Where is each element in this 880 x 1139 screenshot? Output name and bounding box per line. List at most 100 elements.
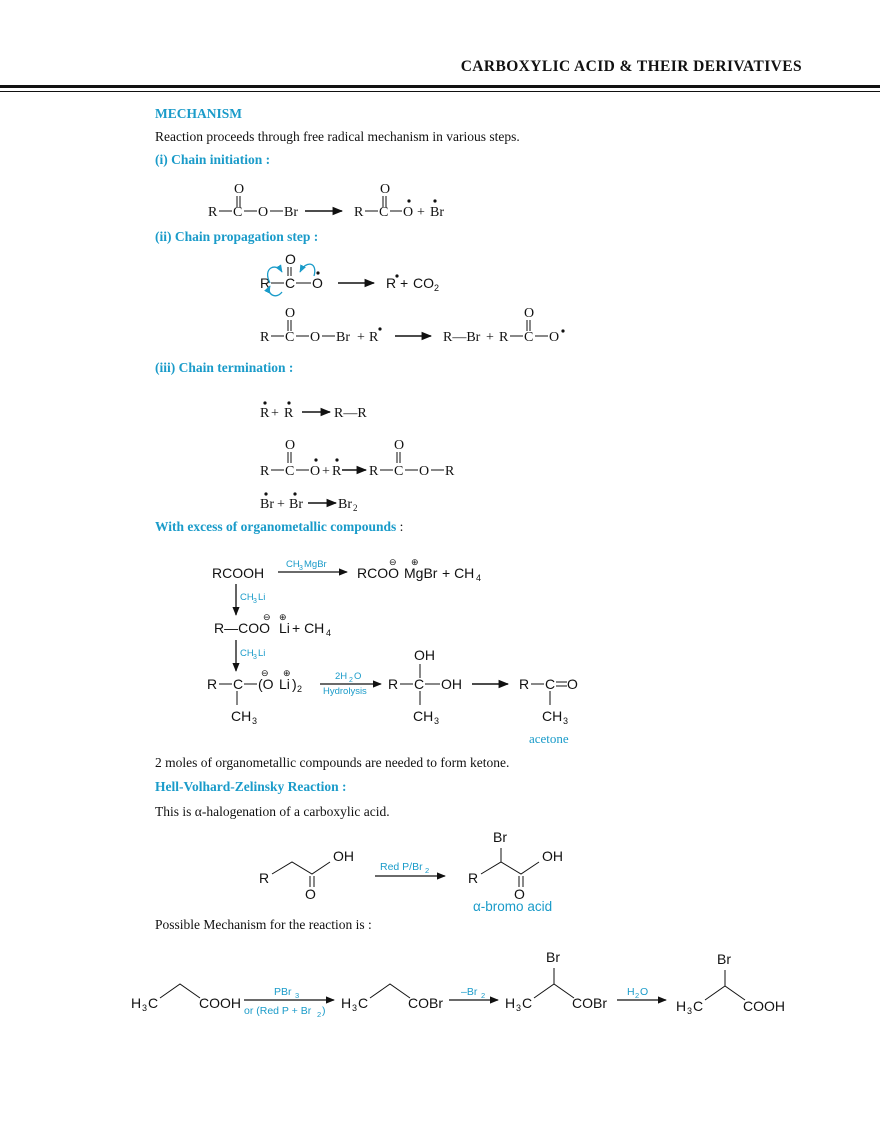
om-reagent-mgbr: MgBr — [304, 559, 327, 570]
radical-dot — [433, 199, 437, 203]
prop-prod-r: R — [386, 275, 396, 291]
hvz-prod-br: Br — [493, 829, 507, 845]
m-pbr-sub: 3 — [295, 991, 299, 1000]
term3-plus: + — [277, 497, 285, 512]
heading-mechanism: MECHANISM — [155, 106, 242, 121]
om-ket-ch3-sub: 3 — [563, 716, 568, 726]
om-int-plus-charge: ⊕ — [283, 668, 291, 678]
heading-organometallic-text: With excess of organometallic compounds — [155, 519, 397, 534]
om-alc-oh: OH — [414, 647, 435, 663]
init-r: R — [208, 205, 218, 220]
om-int-minus: ⊖ — [261, 668, 269, 678]
term2-prod-o: O — [419, 464, 429, 479]
m1-h-sub: 3 — [142, 1003, 147, 1013]
init-prod-o: O — [403, 205, 413, 220]
om-li-ch: CH — [240, 592, 254, 603]
hvz-oh: OH — [333, 848, 354, 864]
page-header-title: CARBOXYLIC ACID & THEIR DERIVATIVES — [460, 58, 802, 75]
om-li-suffix: Li — [258, 592, 265, 603]
term2-r: R — [260, 464, 270, 479]
radical-dot — [263, 401, 267, 405]
m4-br: Br — [717, 951, 731, 967]
term2-prod-r2: R — [445, 464, 455, 479]
om-alc-c: C — [414, 676, 424, 692]
om-ch4-sub: 4 — [476, 573, 481, 583]
m4-h-sub: 3 — [687, 1006, 692, 1016]
init-br: Br — [284, 205, 298, 220]
init-o-top: O — [234, 182, 244, 197]
init-plus: + — [417, 205, 425, 220]
om-int-c: C — [233, 676, 243, 692]
possible-mechanism-text: Possible Mechanism for the reaction is : — [155, 917, 372, 932]
radical-dot — [314, 458, 318, 462]
m-or-close: ) — [322, 1005, 326, 1017]
radical-dot — [561, 329, 565, 333]
om-int-sub: 2 — [297, 684, 302, 694]
prop-co2-sub: 2 — [434, 283, 439, 293]
om-2h-o: O — [354, 671, 361, 682]
om-int-li: Li — [279, 676, 290, 692]
hvz-reagent: Red P/Br — [380, 861, 423, 873]
m-pbr: PBr — [274, 986, 292, 998]
om-li2-sub: 3 — [253, 654, 257, 661]
om-alc-ch: CH — [413, 708, 433, 724]
init-o: O — [258, 205, 268, 220]
prop2-br: Br — [336, 330, 350, 345]
heading-chain-initiation: (i) Chain initiation : — [155, 152, 271, 167]
heading-chain-termination: (iii) Chain termination : — [155, 360, 294, 375]
om-ket-ch: CH — [542, 708, 562, 724]
m3-cobr: COBr — [572, 995, 607, 1011]
m-or-sub: 2 — [317, 1010, 321, 1019]
heading-chain-propagation: (ii) Chain propagation step : — [155, 229, 319, 244]
om-plus-ch: + CH — [442, 565, 474, 581]
acetone-label: acetone — [529, 731, 569, 746]
term2-plus: + — [322, 464, 330, 479]
m3-h-sub: 3 — [516, 1003, 521, 1013]
om-ket-r: R — [519, 676, 529, 692]
term2-prod-c: C — [394, 464, 403, 479]
term2-prod-r: R — [369, 464, 379, 479]
m2-c: C — [358, 995, 368, 1011]
om-li: Li — [279, 620, 290, 636]
om-int-close: ) — [292, 676, 297, 692]
prop2-r-radical: R — [369, 330, 379, 345]
curved-arrow-3 — [299, 263, 316, 277]
radical-dot — [316, 271, 320, 275]
m4-h: H — [676, 998, 686, 1014]
om-rcoo: RCOO — [357, 565, 399, 581]
m2-h-sub: 3 — [352, 1003, 357, 1013]
hvz-prod-o: O — [514, 886, 525, 902]
om-li2-ch: CH — [240, 648, 254, 659]
om-alc-oh2: OH — [441, 676, 462, 692]
prop2-o: O — [310, 330, 320, 345]
m3-h: H — [505, 995, 515, 1011]
heading-organometallic-colon: : — [396, 519, 404, 534]
prop-plus: + — [400, 275, 408, 291]
prop2-rbr: R—Br — [443, 330, 481, 345]
om-reagent-ch: CH — [286, 559, 300, 570]
radical-dot — [287, 401, 291, 405]
hvz-r: R — [259, 870, 269, 886]
hvz-scheme: R OH O Red P/Br 2 R Br OH O — [259, 829, 563, 902]
term2-o: O — [310, 464, 320, 479]
m1-h: H — [131, 995, 141, 1011]
init-prod-c: C — [379, 205, 388, 220]
om-plus-charge-2: ⊕ — [279, 612, 287, 622]
hvz-prod-oh: OH — [542, 848, 563, 864]
prop2-plus: + — [357, 330, 365, 345]
prop-o-top: O — [285, 251, 296, 267]
m-water-sub: 2 — [635, 991, 639, 1000]
om-int-ch: CH — [231, 708, 251, 724]
init-prod-r: R — [354, 205, 364, 220]
om-alc-ch3-sub: 3 — [434, 716, 439, 726]
term-plus1: + — [271, 406, 279, 421]
propagation-scheme-2: O R C O Br + R R—Br + O R C O — [260, 306, 565, 345]
curved-arrow-2 — [264, 285, 283, 297]
init-prod-o-top: O — [380, 182, 390, 197]
m4-cooh: COOH — [743, 998, 785, 1014]
curved-arrow-1 — [267, 264, 283, 284]
m1-c: C — [148, 995, 158, 1011]
prop2-prod-o: O — [549, 330, 559, 345]
m-or-red-p: or (Red P + Br — [244, 1005, 312, 1017]
